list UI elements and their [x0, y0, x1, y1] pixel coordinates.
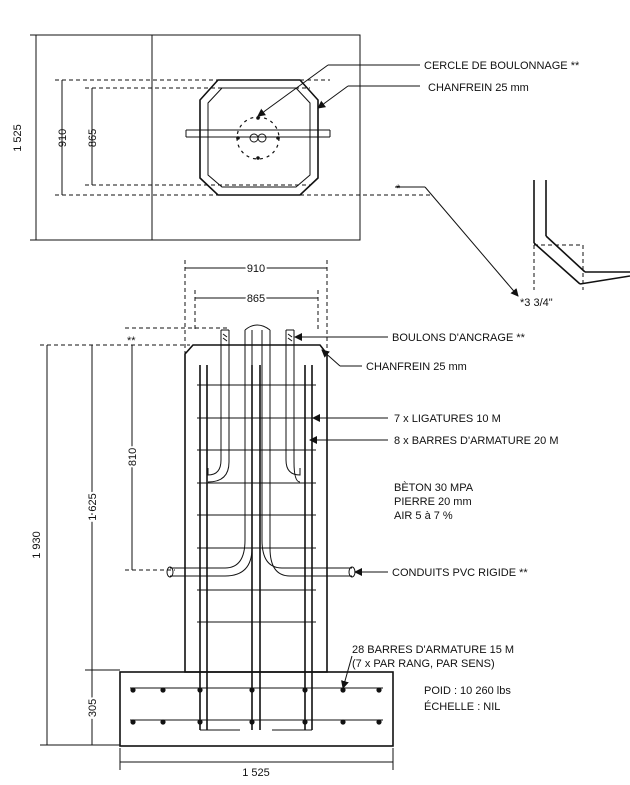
plan-view: *	[30, 34, 519, 297]
svg-text:*: *	[396, 183, 401, 195]
scale-note: ÉCHELLE : NIL	[424, 700, 500, 713]
label-bolt-circle: CERCLE DE BOULONNAGE **	[424, 60, 580, 72]
elev-dim-1930: 1 930	[31, 531, 43, 559]
plan-dim-865: 865	[87, 129, 99, 147]
label-ties: 7 x LIGATURES 10 M	[394, 413, 501, 425]
plan-dim-910: 910	[57, 129, 69, 147]
label-conduits: CONDUITS PVC RIGIDE **	[392, 567, 528, 579]
concrete-note-3: AIR 5 à 7 %	[394, 510, 453, 522]
elevation-view	[40, 260, 394, 770]
label-plan-chamfer: CHANFREIN 25 mm	[428, 82, 529, 94]
concrete-note-1: BÈTON 30 MPA	[394, 481, 474, 494]
chamfer-detail	[533, 180, 630, 290]
elev-dim-910: 910	[247, 263, 265, 275]
plan-dim-1525: 1 525	[12, 124, 24, 152]
weight-note: POID : 10 260 lbs	[424, 685, 511, 697]
concrete-note-2: PIERRE 20 mm	[394, 496, 472, 508]
footing-outline	[119, 671, 394, 747]
label-bars-20m: 8 x BARRES D'ARMATURE 20 M	[394, 435, 558, 447]
elev-dim-305: 305	[87, 699, 99, 717]
plan-pedestal-outer	[199, 79, 319, 196]
plan-footing-outline	[151, 34, 361, 241]
elev-dim-1625: 1 625	[87, 493, 99, 521]
detail-note: *3 3/4"	[520, 297, 553, 309]
elev-dim-865: 865	[247, 293, 265, 305]
elev-stars: **	[127, 335, 136, 347]
elev-dim-810: 810	[127, 448, 139, 466]
elev-dim-1525: 1 525	[242, 767, 270, 779]
label-bars-15m-line2: (7 x PAR RANG, PAR SENS)	[352, 658, 495, 670]
label-elev-chamfer: CHANFREIN 25 mm	[366, 361, 467, 373]
plan-pedestal-inner	[207, 87, 311, 188]
label-bars-15m-line1: 28 BARRES D'ARMATURE 15 M	[352, 644, 514, 656]
label-anchor-bolts: BOULONS D'ANCRAGE **	[392, 332, 526, 344]
